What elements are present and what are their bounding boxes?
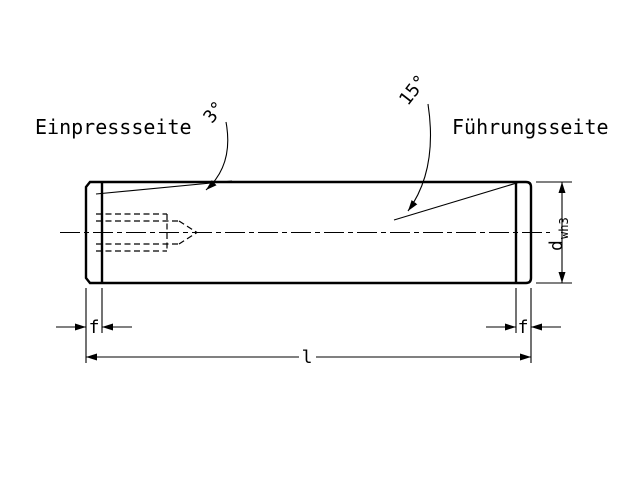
label-press-side: Einpressseite <box>35 115 192 139</box>
dim-length-label: l <box>302 347 313 368</box>
dim-f-right: f <box>486 317 561 338</box>
dim-f-left-label: f <box>89 317 100 338</box>
extension-lines <box>85 181 572 363</box>
leader-3deg <box>205 121 229 191</box>
dim-diameter-label: d wh3 <box>546 217 571 251</box>
dim-f-right-label: f <box>518 317 529 338</box>
internal-thread-hidden-lines <box>96 213 198 252</box>
angle-15deg-label: 15° <box>395 71 432 110</box>
dim-f-left: f <box>56 317 132 338</box>
dim-length: l <box>86 347 531 368</box>
dim-diameter-base: d <box>546 240 567 251</box>
pin-body-outline <box>84 180 533 285</box>
dim-diameter-subscript: wh3 <box>557 217 571 239</box>
dim-diameter: d wh3 <box>546 182 571 283</box>
angle-3deg-label: 3° <box>199 97 229 127</box>
leader-15deg <box>407 103 432 212</box>
chamfer-15deg-line <box>393 181 521 221</box>
label-guide-side: Führungsseite <box>452 115 609 139</box>
